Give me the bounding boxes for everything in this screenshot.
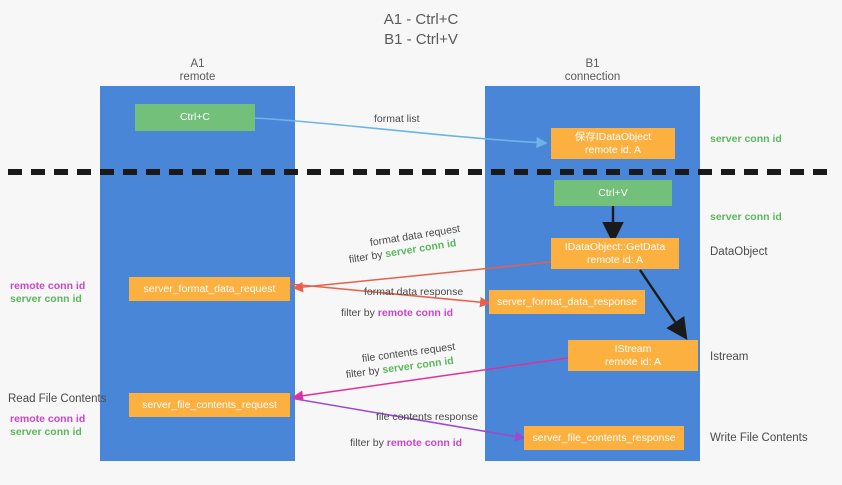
right-label-data-object: DataObject bbox=[710, 246, 768, 258]
column-b1-sub: connection bbox=[564, 71, 621, 83]
box-server-format-data-request-label: server_format_data_request bbox=[143, 282, 276, 295]
right-label-write-file-contents: Write File Contents bbox=[710, 432, 808, 444]
box-idataobject-line2: remote id: A bbox=[584, 143, 642, 156]
left-label-server-conn-id-mid: server conn id bbox=[10, 293, 82, 305]
title-line-1: A1 - Ctrl+C bbox=[383, 11, 459, 28]
label-file-contents-response: file contents response bbox=[376, 411, 479, 423]
left-label-read-file-contents: Read File Contents bbox=[8, 393, 107, 405]
box-server-format-data-response-label: server_format_data_response bbox=[496, 295, 638, 308]
box-ctrl-c-label: Ctrl+C bbox=[179, 111, 211, 123]
box-server-file-contents-response-label: server_file_contents_response bbox=[532, 431, 676, 444]
box-idataobject-line1: 保存IDataObject bbox=[574, 130, 652, 143]
label-format-list: format list bbox=[374, 113, 420, 125]
column-a1-name: A1 bbox=[190, 58, 205, 70]
diagram-title: A1 - Ctrl+C B1 - Ctrl+V bbox=[0, 10, 842, 50]
left-label-remote-conn-id-mid: remote conn id bbox=[10, 280, 86, 292]
label-file-contents-response-filter: filter by remote conn id bbox=[350, 436, 462, 450]
column-header-b1: B1 connection bbox=[485, 58, 700, 84]
label-format-data-response: format data response bbox=[364, 286, 464, 298]
column-a1-sub: remote bbox=[179, 71, 216, 83]
box-getdata-line2: remote id: A bbox=[586, 253, 644, 266]
box-server-file-contents-response[interactable]: server_file_contents_response bbox=[524, 426, 684, 450]
box-server-format-data-request[interactable]: server_format_data_request bbox=[129, 277, 290, 301]
title-line-2: B1 - Ctrl+V bbox=[384, 31, 458, 48]
box-idataobject[interactable]: 保存IDataObject remote id: A bbox=[551, 128, 675, 159]
label-format-data-response-filter: filter by remote conn id bbox=[341, 306, 453, 320]
right-label-server-conn-id-top: server conn id bbox=[710, 133, 782, 145]
box-server-format-data-response[interactable]: server_format_data_response bbox=[489, 290, 645, 314]
right-label-server-conn-id-mid: server conn id bbox=[710, 211, 782, 223]
filter-prefix: filter by bbox=[350, 437, 384, 449]
filter-prefix: filter by bbox=[341, 307, 375, 319]
box-istream[interactable]: IStream remote id: A bbox=[568, 340, 698, 371]
box-ctrl-v[interactable]: Ctrl+V bbox=[554, 180, 672, 206]
box-server-file-contents-request[interactable]: server_file_contents_request bbox=[129, 393, 290, 417]
box-idataobject-getdata[interactable]: IDataObject::GetData remote id: A bbox=[551, 238, 679, 269]
box-ctrl-c[interactable]: Ctrl+C bbox=[135, 104, 255, 131]
column-header-a1: A1 remote bbox=[100, 58, 295, 84]
filter-prefix: filter by bbox=[348, 248, 384, 266]
box-server-file-contents-request-label: server_file_contents_request bbox=[142, 398, 277, 411]
filter-value-remote-conn-id: remote conn id bbox=[386, 437, 463, 449]
filter-value-remote-conn-id: remote conn id bbox=[377, 307, 454, 319]
left-label-server-conn-id-low: server conn id bbox=[10, 426, 82, 438]
box-istream-line2: remote id: A bbox=[604, 355, 662, 368]
box-getdata-line1: IDataObject::GetData bbox=[564, 240, 666, 253]
filter-prefix: filter by bbox=[345, 364, 381, 381]
box-ctrl-v-label: Ctrl+V bbox=[598, 186, 628, 199]
left-label-remote-conn-id-low: remote conn id bbox=[10, 413, 86, 425]
box-istream-line1: IStream bbox=[614, 342, 652, 355]
right-label-istream: Istream bbox=[710, 351, 749, 363]
column-b1-name: B1 bbox=[585, 58, 600, 70]
